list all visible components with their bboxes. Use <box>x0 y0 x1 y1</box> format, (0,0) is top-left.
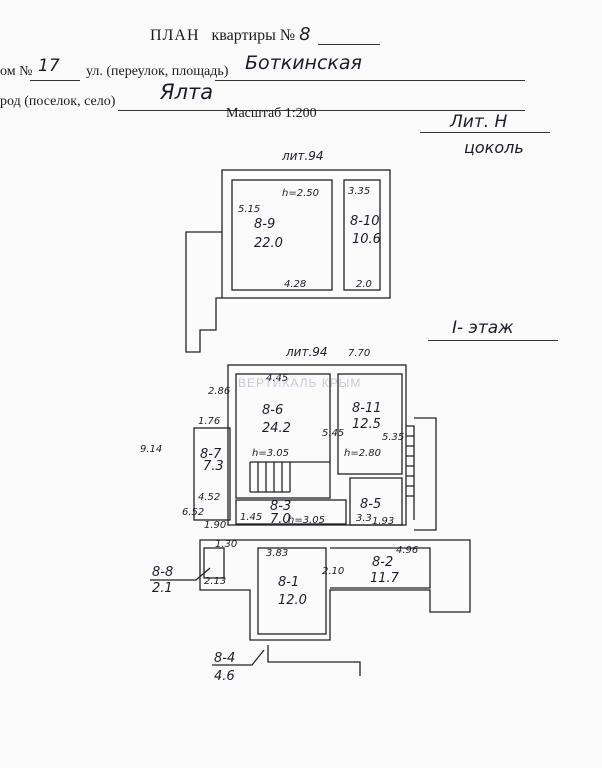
room-8-2-area: 11.7 <box>370 571 400 586</box>
terrace-right <box>414 417 437 531</box>
lower-block-outer <box>199 539 471 641</box>
dim-130: 1.30 <box>215 539 237 550</box>
dim-496: 4.96 <box>396 545 418 556</box>
room-8-8-outline <box>203 547 225 579</box>
house-number: 17 <box>38 56 60 76</box>
room-8-8-id: 8-8 <box>152 565 173 580</box>
room-8-11-id: 8-11 <box>352 401 382 416</box>
dim-h-upper: h=2.50 <box>282 188 319 199</box>
ground-floor-outer-wall <box>227 364 407 526</box>
room-8-9-outline <box>231 179 333 291</box>
basement-outer-wall <box>221 169 391 299</box>
street-label: ул. (переулок, площадь) <box>86 64 229 79</box>
dim-h-280: h=2.80 <box>344 448 381 459</box>
room-8-11-area: 12.5 <box>352 417 381 432</box>
room-8-2-id: 8-2 <box>372 555 393 570</box>
apartment-underline <box>318 44 380 45</box>
room-8-10-area: 10.6 <box>352 232 381 247</box>
room-8-5-outline <box>349 477 403 526</box>
dim-535: 5.35 <box>382 432 404 443</box>
room-8-2-outline <box>330 547 431 589</box>
room-8-10-outline <box>343 179 381 291</box>
room-8-7-area: 7.3 <box>203 459 224 474</box>
basement-label: цоколь <box>464 138 524 157</box>
street-underline <box>215 80 525 81</box>
dim-33: 3.3 <box>356 513 372 524</box>
dim-545: 5.45 <box>322 428 344 439</box>
callout-8-8 <box>150 567 211 581</box>
dim-210: 2.10 <box>322 566 344 577</box>
street-value: Боткинская <box>245 52 362 74</box>
room-8-7-id: 8-7 <box>200 447 222 462</box>
floor-underline <box>428 340 558 341</box>
room-8-3-outline <box>235 499 347 525</box>
basement-stair-outline <box>185 231 222 353</box>
room-8-5-id: 8-5 <box>360 497 381 512</box>
dim-193: 1.93 <box>372 516 394 527</box>
room-8-1-id: 8-1 <box>278 575 299 590</box>
room-8-4-outline <box>267 645 361 676</box>
dim-914: 9.14 <box>140 444 162 455</box>
room-8-6-outline <box>235 373 331 499</box>
house-underline <box>30 80 80 81</box>
plan-title-word: квартиры № <box>211 27 296 44</box>
room-8-9-id: 8-9 <box>254 217 275 232</box>
room-8-6-id: 8-6 <box>262 403 283 418</box>
dim-190: 1.90 <box>204 520 226 531</box>
dim-h-305: h=3.05 <box>252 448 289 459</box>
dim-652: 6.52 <box>182 507 204 518</box>
room-8-6-area: 24.2 <box>262 421 291 436</box>
dim-20: 2.0 <box>356 279 372 290</box>
room-8-11-outline <box>337 373 403 475</box>
dim-383: 3.83 <box>266 548 288 559</box>
dim-515: 5.15 <box>238 204 260 215</box>
lit-label: Лит. Н <box>450 112 508 132</box>
room-8-8-area: 2.1 <box>152 581 173 596</box>
scale-label: Масштаб 1:200 <box>226 106 317 121</box>
room-8-1-area: 12.0 <box>278 593 307 608</box>
dim-445: 4.45 <box>266 373 288 384</box>
lit-upper-label: лит.94 <box>281 149 324 163</box>
room-8-1-outline <box>257 547 327 635</box>
room-8-4-area: 4.6 <box>214 669 235 684</box>
room-8-3-id: 8-3 <box>270 499 291 514</box>
room-8-7-outline <box>193 427 231 521</box>
stairs-inner <box>249 461 330 493</box>
callout-8-4 <box>212 649 265 666</box>
dim-145: 1.45 <box>240 512 262 523</box>
city-label: род (поселок, село) <box>0 94 116 109</box>
dim-213: 2.13 <box>204 576 226 587</box>
dim-176: 1.76 <box>198 416 220 427</box>
room-8-10-id: 8-10 <box>350 214 380 229</box>
room-8-4-id: 8-4 <box>214 651 235 666</box>
house-label: ом № <box>0 64 33 79</box>
room-8-9-area: 22.0 <box>254 236 283 251</box>
room-8-3-area: 7.0 <box>270 512 291 527</box>
dim-335: 3.35 <box>348 186 370 197</box>
lit-underline <box>420 132 550 133</box>
dim-770: 7.70 <box>348 348 370 359</box>
dim-452: 4.52 <box>198 492 220 503</box>
city-underline <box>118 110 525 111</box>
plan-title-prefix: ПЛАН <box>150 27 200 44</box>
lit-floor-label: лит.94 <box>285 345 328 359</box>
dim-428: 4.28 <box>284 279 306 290</box>
stairs-right <box>406 425 415 520</box>
dim-h-305b: h=3.05 <box>288 515 325 526</box>
dim-286: 2.86 <box>208 386 230 397</box>
plan-title: ПЛАН квартиры № 8 <box>150 24 311 45</box>
apartment-number: 8 <box>299 24 311 45</box>
city-value: Ялта <box>160 80 214 104</box>
floor-label: I- этаж <box>452 318 514 338</box>
